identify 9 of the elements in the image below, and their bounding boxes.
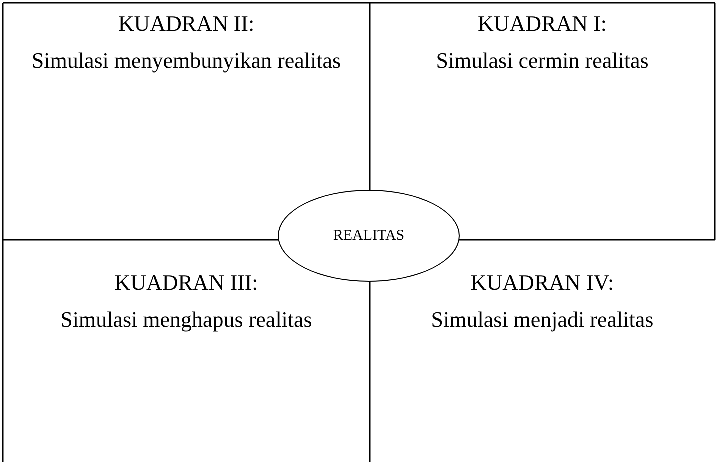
quadrant-heading: KUADRAN I: bbox=[478, 10, 607, 38]
center-ellipse: REALITAS bbox=[278, 190, 460, 282]
quadrant-description: Simulasi menghapus realitas bbox=[60, 306, 312, 334]
quadrant-heading: KUADRAN IV: bbox=[470, 269, 614, 297]
quadrant-heading: KUADRAN III: bbox=[114, 269, 258, 297]
quadrant-description: Simulasi menyembunyikan realitas bbox=[32, 47, 342, 75]
quadrant-description: Simulasi cermin realitas bbox=[436, 47, 649, 75]
quadrant-heading: KUADRAN II: bbox=[118, 10, 255, 38]
quadrant-description: Simulasi menjadi realitas bbox=[431, 306, 654, 334]
